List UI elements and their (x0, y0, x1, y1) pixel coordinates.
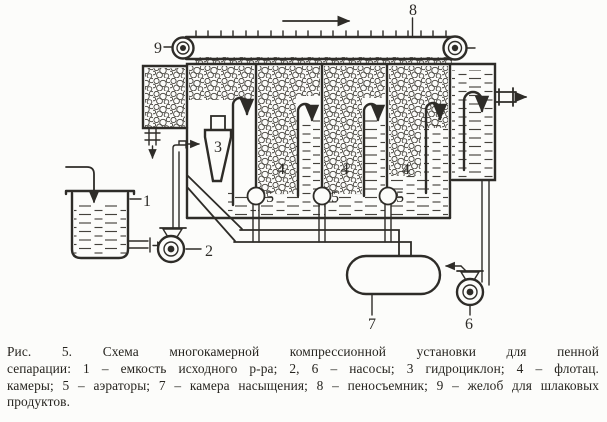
caption-line: сепарации: 1 – емкость исходного р-ра; 2… (7, 360, 599, 376)
aerator (246, 186, 266, 243)
liquid-texture (452, 70, 493, 179)
label-feed-pump: 2 (205, 243, 213, 260)
label-hydrocyclone: 3 (214, 139, 222, 156)
pump-discharge-pipe (460, 265, 467, 272)
aerator (312, 186, 332, 243)
label-saturation-chamber: 7 (368, 316, 376, 333)
saturation-chamber (345, 254, 442, 296)
label-aerator: 5 (331, 189, 339, 206)
circulation-tube (462, 90, 490, 172)
aerators (246, 186, 398, 243)
foam-texture (362, 66, 385, 98)
riser-pipe (172, 140, 187, 229)
label-flotation-chamber: 4 (341, 161, 349, 178)
liquid-texture (296, 118, 320, 194)
caption-line: камеры; 5 – аэраторы; 7 – камера насыщен… (7, 377, 599, 393)
liquid-texture (389, 176, 448, 216)
label-aerator: 5 (266, 189, 274, 206)
circulation-tube (231, 96, 255, 207)
slag-box-outlet (144, 127, 161, 160)
manifold-header (233, 229, 412, 258)
liquid-texture (74, 205, 126, 256)
foam-skimmer-conveyor (171, 15, 476, 61)
liquid-texture (424, 125, 448, 176)
recycle-pump (444, 180, 490, 307)
feed-pump (156, 140, 187, 264)
hydrocyclone (185, 115, 233, 183)
label-aerator: 5 (396, 189, 404, 206)
foam-texture (296, 66, 320, 96)
figure-caption: Рис. 5. Схема многокамерной компрессионн… (7, 344, 599, 411)
circulation-tube (424, 101, 448, 195)
label-slag-trough: 9 (154, 40, 162, 57)
labels: 1 2 3 4 4 4 5 5 5 6 7 8 9 (129, 2, 473, 333)
liquid-texture-regions (74, 70, 493, 256)
foam-texture (145, 68, 185, 127)
sloped-drain-pipe (187, 175, 243, 242)
caption-line: продуктов. (7, 394, 71, 410)
feed-tank (64, 166, 168, 260)
aerator (378, 186, 398, 243)
label-recycle-pump: 6 (465, 316, 473, 333)
foam-texture (195, 57, 452, 65)
circulation-tubes (231, 90, 490, 207)
label-flotation-chamber: 4 (277, 161, 285, 178)
flotation-unit-diagram: 1 2 3 4 4 4 5 5 5 6 7 8 9 (64, 2, 528, 333)
belt-scraper-ticks (195, 30, 447, 38)
slag-box (141, 64, 189, 130)
left-roller (171, 36, 195, 60)
liquid-texture (324, 194, 385, 216)
outlet-nozzle (494, 87, 528, 107)
tank-outline (185, 62, 497, 220)
liquid-texture (258, 194, 320, 216)
manifold-piping (187, 175, 412, 258)
foam-texture (389, 66, 421, 176)
foam-texture (258, 66, 296, 194)
label-feed-tank: 1 (143, 193, 151, 210)
foam-texture (189, 66, 254, 100)
feed-inlet-pipe (65, 166, 100, 204)
caption-line: Рис. 5. Схема многокамерной компрессионн… (7, 344, 599, 359)
circulation-tube (296, 102, 320, 198)
circulation-tube (362, 102, 386, 198)
label-flotation-chamber: 4 (402, 161, 410, 178)
label-foam-skimmer: 8 (409, 2, 417, 19)
drain-pipe (481, 180, 490, 286)
liquid-texture (364, 118, 385, 194)
feed-tank-rim (64, 189, 136, 196)
right-roller (442, 35, 468, 61)
foam-texture (324, 66, 362, 194)
